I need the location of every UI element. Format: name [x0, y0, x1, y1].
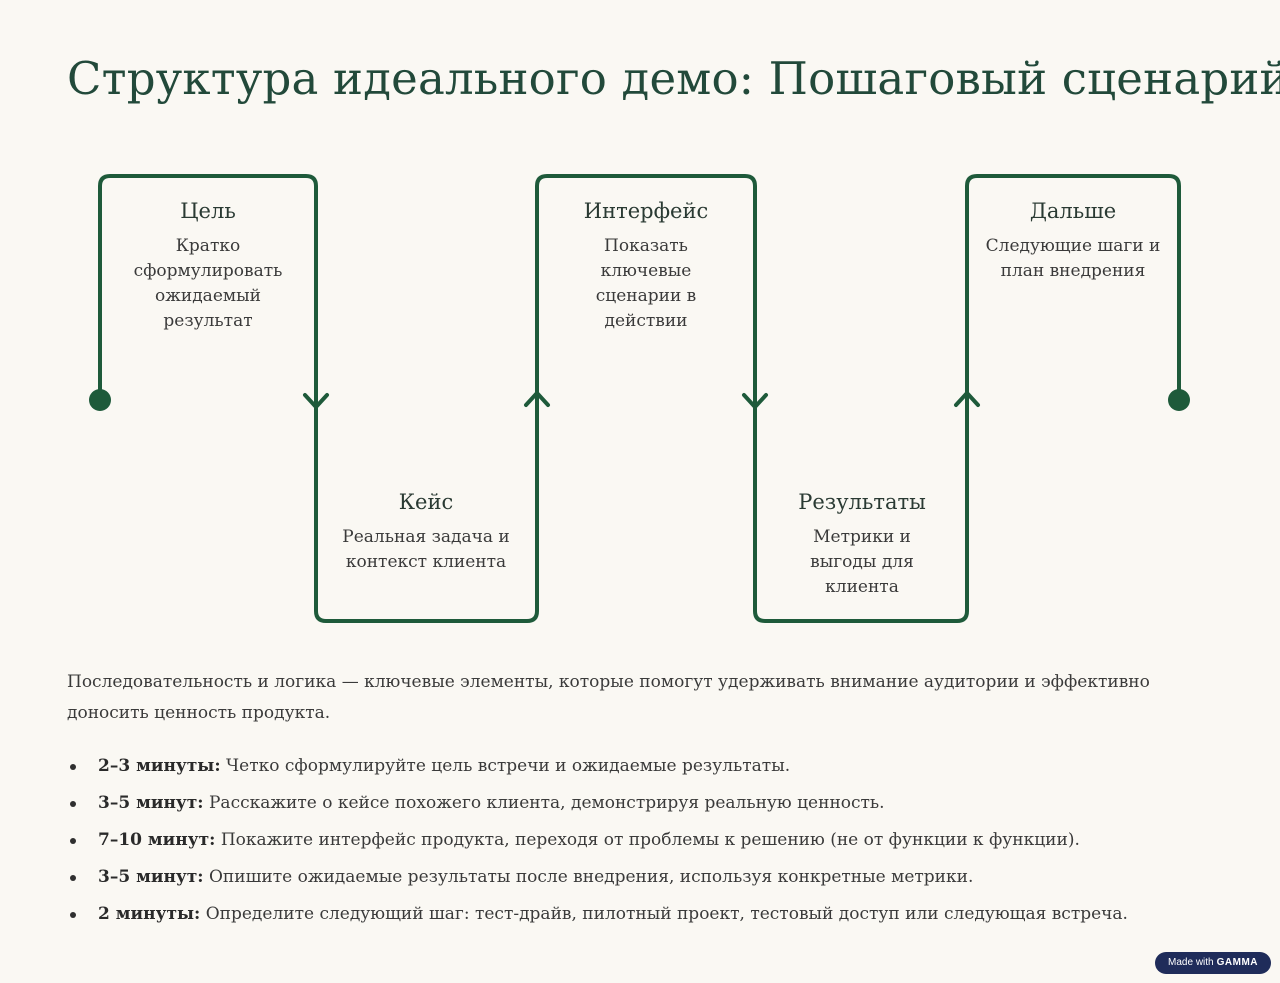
step-title: Результаты [798, 490, 926, 514]
arrow-up-icon [524, 391, 550, 407]
intro-text: Последовательность и логика — ключевые э… [67, 672, 1150, 723]
arrow-down-icon [303, 393, 329, 409]
step-title: Дальше [1029, 199, 1117, 223]
item-text: Покажите интерфейс продукта, переходя от… [215, 830, 1080, 850]
list-item: 3–5 минут: Расскажите о кейсе похожего к… [67, 785, 1227, 822]
item-text: Расскажите о кейсе похожего клиента, дем… [203, 793, 885, 813]
time-label: 3–5 минут: [98, 793, 204, 813]
bullet-icon [70, 912, 76, 918]
list-item: 2–3 минуты: Четко сформулируйте цель вст… [67, 748, 1227, 785]
step-title: Кейс [398, 490, 454, 514]
bullet-icon [70, 875, 76, 881]
step-description: Кратко сформулировать ожидаемый результа… [133, 236, 283, 331]
item-text: Опишите ожидаемые результаты после внедр… [203, 867, 974, 887]
step-description: Показать ключевые сценарии в действии [595, 236, 697, 331]
step-results: Результаты Метрики и выгоды для клиента [762, 489, 962, 600]
list-item: 3–5 минут: Опишите ожидаемые результаты … [67, 859, 1227, 896]
step-title: Интерфейс [583, 199, 709, 223]
badge-prefix: Made with [1168, 957, 1214, 968]
step-case: Кейс Реальная задача и контекст клиента [326, 489, 526, 575]
start-dot [89, 389, 111, 411]
list-item: 7–10 минут: Покажите интерфейс продукта,… [67, 822, 1227, 859]
step-description: Следующие шаги и план внедрения [985, 236, 1161, 281]
time-label: 2 минуты: [98, 904, 201, 924]
timing-list: 2–3 минуты: Четко сформулируйте цель вст… [67, 748, 1227, 933]
page-title: Структура идеального демо: Пошаговый сце… [67, 52, 1280, 105]
time-label: 2–3 минуты: [98, 756, 221, 776]
item-text: Четко сформулируйте цель встречи и ожида… [220, 756, 791, 776]
time-label: 7–10 минут: [98, 830, 216, 850]
list-item: 2 минуты: Определите следующий шаг: тест… [67, 896, 1227, 933]
gamma-logo: GAMMA [1216, 957, 1258, 968]
item-text: Определите следующий шаг: тест-драйв, пи… [200, 904, 1128, 924]
step-description: Метрики и выгоды для клиента [810, 527, 914, 597]
bullet-icon [70, 801, 76, 807]
step-description: Реальная задача и контекст клиента [342, 527, 510, 572]
time-label: 3–5 минут: [98, 867, 204, 887]
step-title: Цель [180, 199, 236, 223]
arrow-up-icon [954, 391, 980, 407]
bullet-icon [70, 764, 76, 770]
bullet-icon [70, 838, 76, 844]
arrow-down-icon [742, 393, 768, 409]
end-dot [1168, 389, 1190, 411]
step-goal: Цель Кратко сформулировать ожидаемый рез… [108, 198, 308, 334]
step-next: Дальше Следующие шаги и план внедрения [973, 198, 1173, 284]
step-interface: Интерфейс Показать ключевые сценарии в д… [546, 198, 746, 334]
